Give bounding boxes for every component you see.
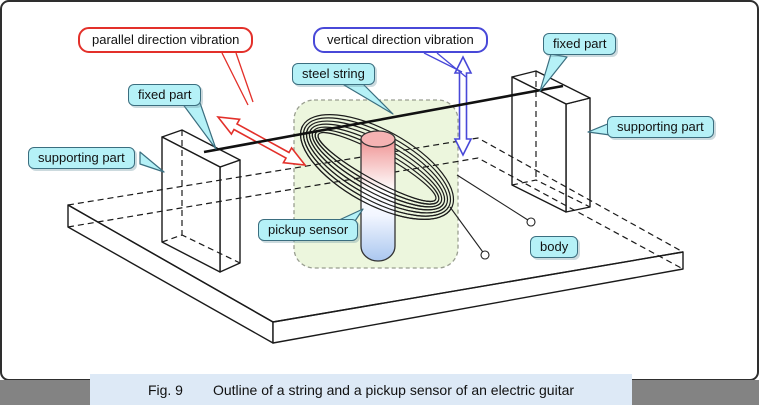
parallel-label-pointer	[221, 52, 254, 106]
figure-number: Fig. 9	[147, 381, 183, 398]
guitar-pickup-diagram	[67, 52, 684, 344]
label-pickup-sensor: pickup sensor	[258, 219, 359, 242]
coil-lead-wires	[449, 174, 532, 256]
hidden-edges	[67, 71, 684, 270]
label-fixed-part-right: fixed part	[543, 33, 617, 56]
supporting-part-left-tail	[139, 151, 165, 173]
label-supporting-part-right: supporting part	[607, 116, 714, 139]
fixed-part-right-tail	[539, 53, 568, 92]
label-fixed-part-left: fixed part	[128, 84, 202, 107]
label-parallel-vibration: parallel direction vibration	[78, 27, 254, 54]
supporting-post-right	[511, 70, 591, 213]
label-body: body	[530, 236, 579, 259]
figure-caption-text: Outline of a string and a pickup sensor …	[212, 381, 575, 398]
wire-terminal	[480, 250, 490, 260]
label-steel-string: steel string	[292, 63, 375, 86]
supporting-post-left	[161, 129, 241, 273]
figure-caption: Fig. 9 Outline of a string and a pickup …	[90, 374, 632, 405]
steel-string-line	[203, 84, 564, 154]
pickup-coil-front	[299, 125, 452, 220]
wire-terminal	[526, 217, 536, 227]
label-vertical-vibration: vertical direction vibration	[313, 27, 488, 54]
vertical-vibration-arrow-icon	[453, 55, 473, 157]
vertical-label-pointer	[423, 52, 467, 78]
label-supporting-part-left: supporting part	[28, 147, 135, 170]
